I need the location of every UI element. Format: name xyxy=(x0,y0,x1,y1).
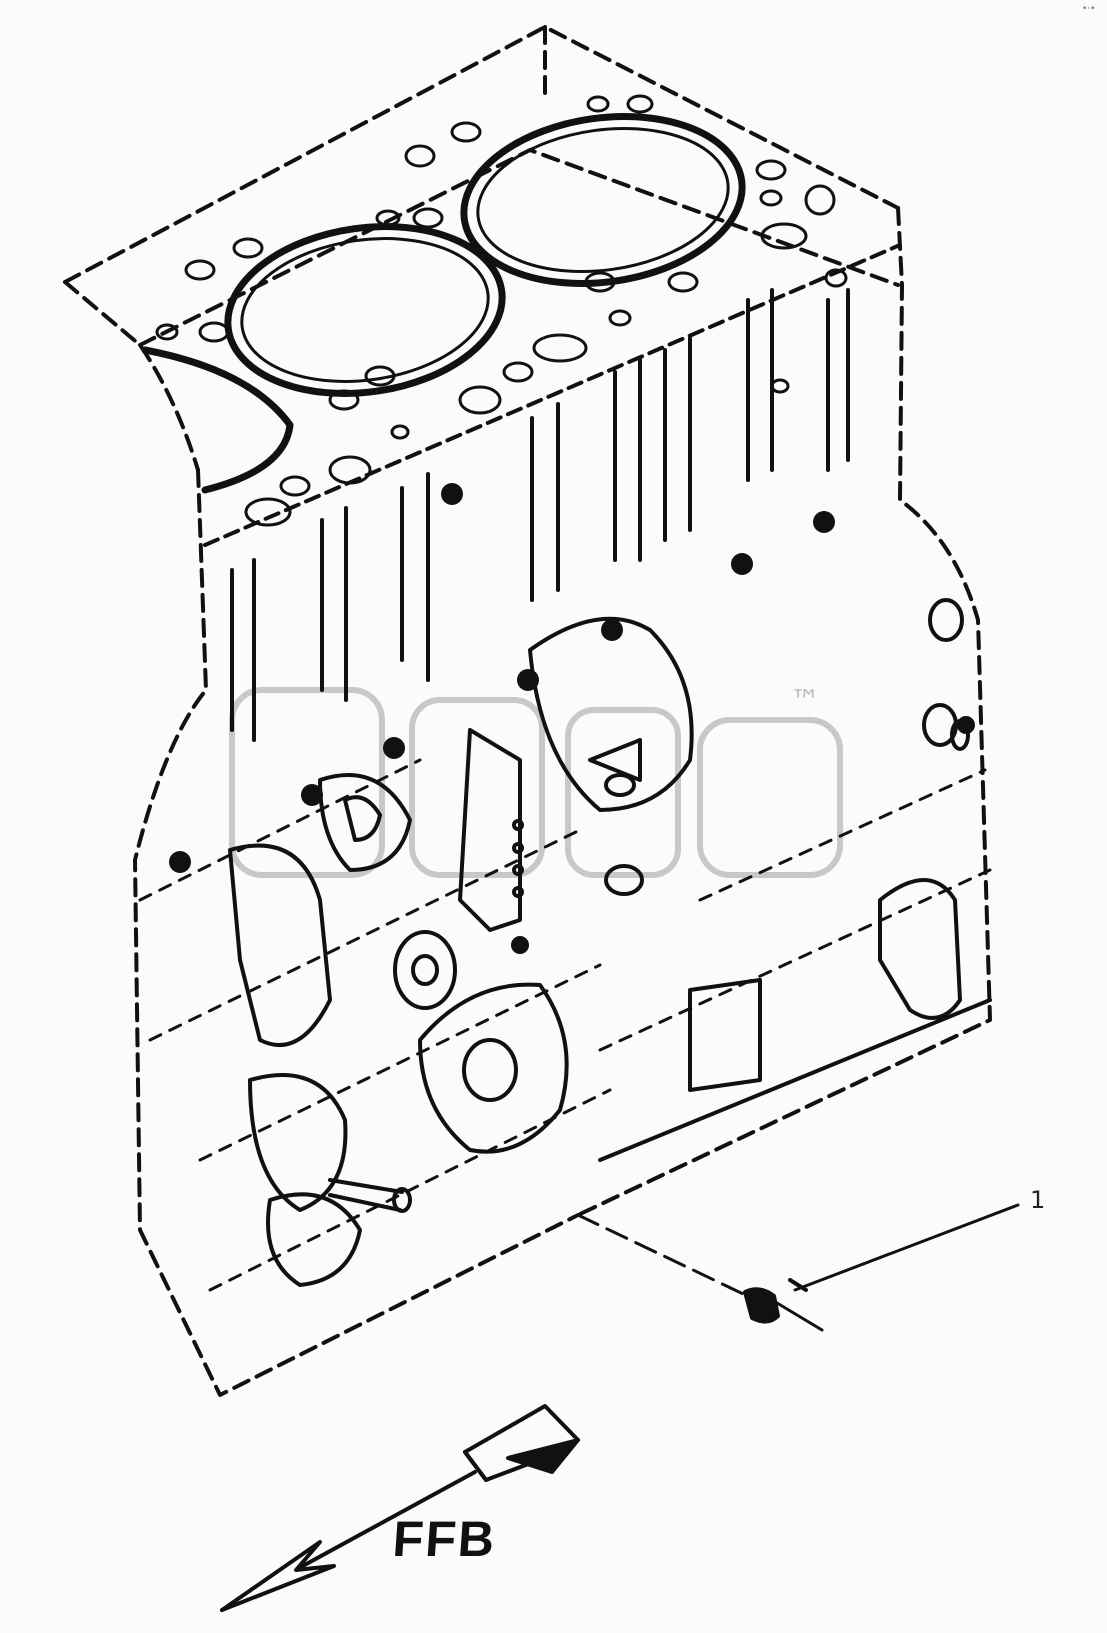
callout-1-label: 1 xyxy=(1030,1186,1046,1214)
plug-dots xyxy=(169,483,975,954)
watermark-logo xyxy=(229,687,843,878)
section-lines xyxy=(138,758,992,1292)
watermark-trademark: ™ xyxy=(790,684,820,719)
engine-block-outline xyxy=(63,25,992,1397)
deck-holes xyxy=(155,94,848,527)
callout-1 xyxy=(576,1203,1020,1332)
corner-mark: •·• xyxy=(1082,4,1096,14)
side-face-details xyxy=(228,598,992,1287)
cylinder-bores xyxy=(141,112,746,494)
block-ribs xyxy=(203,243,902,742)
direction-arrow xyxy=(220,1404,580,1612)
direction-label: FFB xyxy=(391,1511,499,1567)
